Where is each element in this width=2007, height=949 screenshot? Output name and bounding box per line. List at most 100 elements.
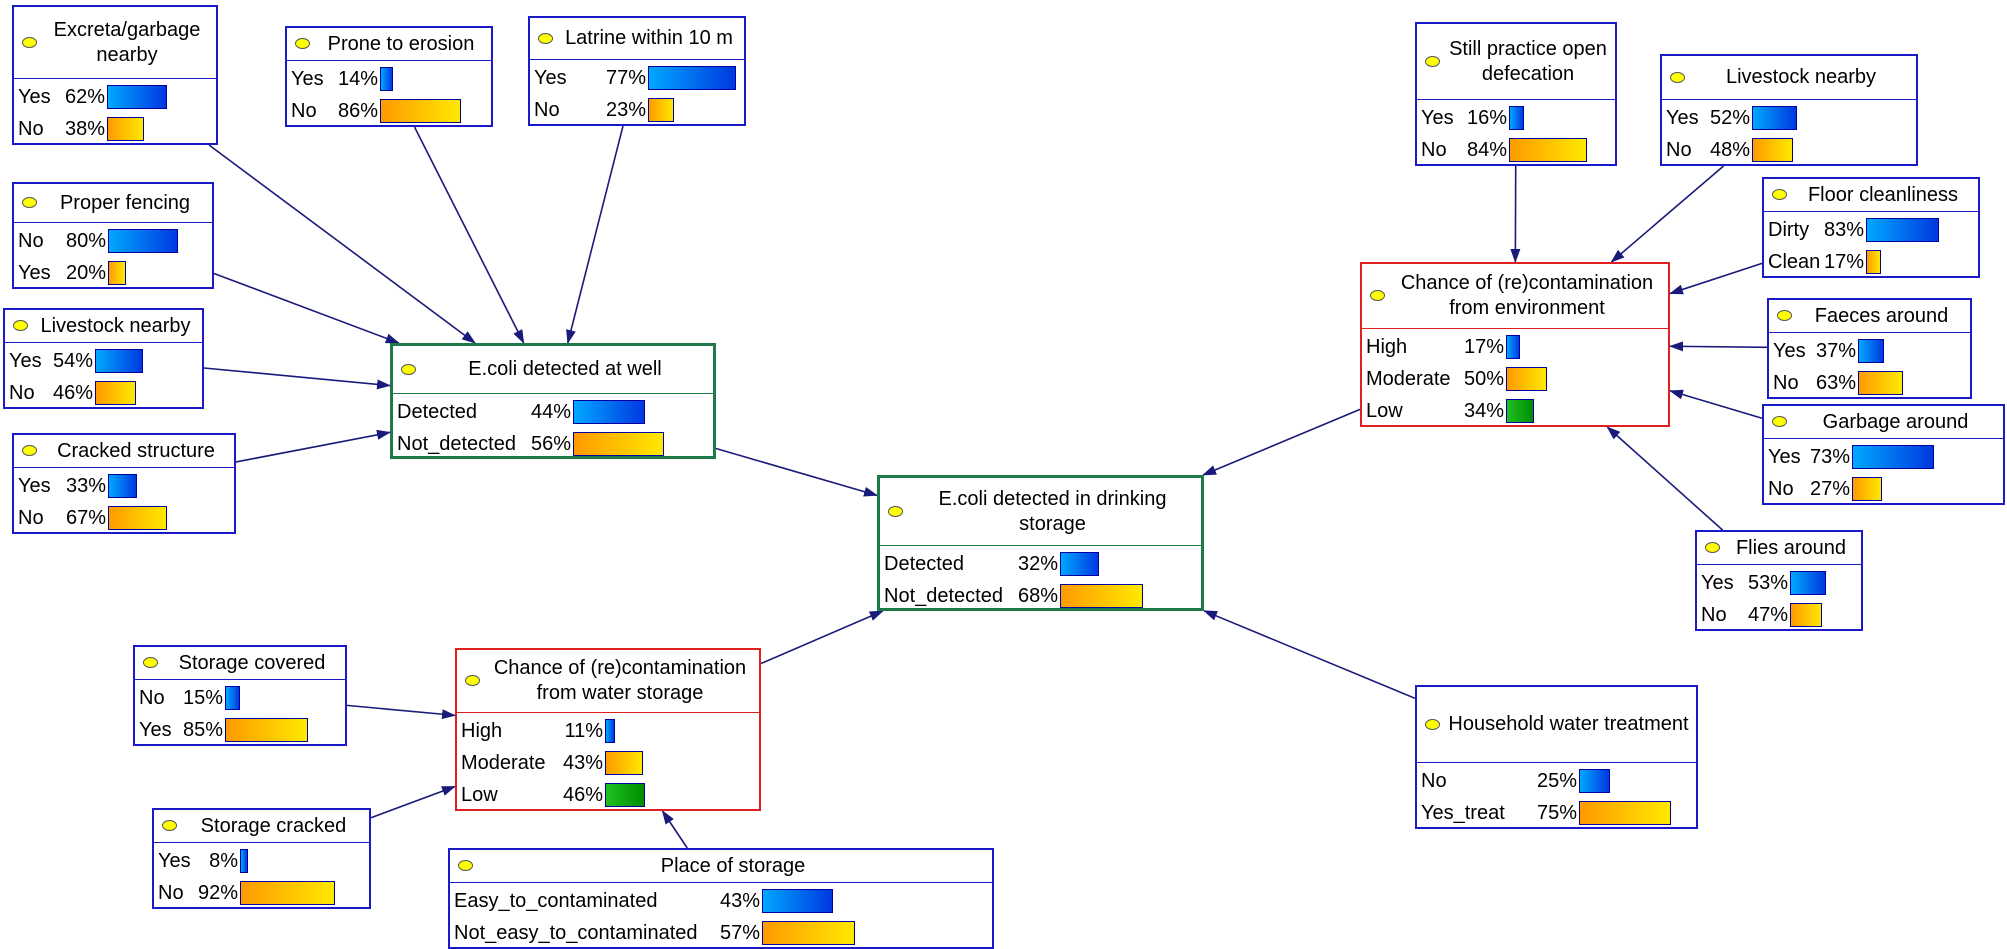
state-percent: 56% [531,428,571,460]
node-title-text: Still practice open defecation [1447,37,1609,87]
probability-bar [1060,552,1099,576]
state-row[interactable]: Moderate 43% [457,747,759,779]
edge-cracked-structure-to-ecoli-well [236,432,390,462]
state-label: Low [461,779,498,811]
node-title: Storage covered [135,647,345,680]
node-status-icon [1777,310,1792,321]
state-percent: 53% [1748,567,1788,599]
node-status-icon [295,38,310,49]
node-status-icon [1772,189,1787,200]
edge-proper-fencing-to-ecoli-well [214,273,399,343]
state-percent: 77% [606,62,646,94]
node-env-contamination[interactable]: Chance of (re)contamination from environ… [1360,262,1670,427]
edge-livestock-well-to-ecoli-well [204,368,390,386]
state-percent: 48% [1710,134,1750,166]
probability-bar [762,889,833,913]
probability-bar [1858,371,1903,395]
state-label: Moderate [461,747,546,779]
node-status-icon [1772,416,1787,427]
node-status-icon [22,197,37,208]
state-percent: 80% [66,225,106,257]
state-percent: 85% [183,714,223,746]
node-storage-contamination[interactable]: Chance of (re)contamination from water s… [455,648,761,811]
state-percent: 33% [66,470,106,502]
probability-bar [1579,769,1610,793]
node-title: Faeces around [1769,300,1970,333]
node-status-icon [401,364,416,375]
state-label: Yes [291,63,324,95]
probability-bar [95,381,136,405]
state-percent: 43% [563,747,603,779]
state-label: Not_detected [884,580,1003,612]
node-title: Proper fencing [14,184,212,223]
edge-storage-covered-to-storage-contamination [347,705,455,715]
state-percent: 38% [65,113,105,145]
state-percent: 15% [183,682,223,714]
edge-household-treatment-to-ecoli-storage [1204,611,1415,699]
node-title-text: Floor cleanliness [1808,183,1958,208]
probability-bar [1790,603,1822,627]
node-status-icon [162,820,177,831]
node-status-icon [1370,290,1385,301]
